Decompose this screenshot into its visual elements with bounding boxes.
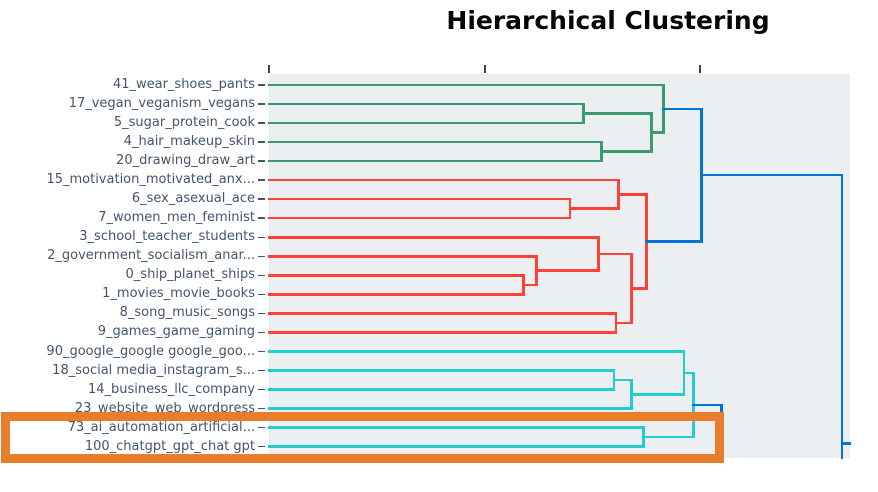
leaf-tick-mark	[257, 255, 265, 258]
dendrogram-link	[692, 403, 723, 407]
dendrogram-link	[630, 287, 648, 290]
leaf-tick-mark	[257, 369, 265, 372]
leaf-line	[267, 197, 572, 201]
leaf-tick-mark	[257, 103, 265, 105]
dendrogram-link	[700, 173, 844, 177]
dendrogram-link	[617, 193, 648, 196]
leaf-label: 18_social media_instagram_s...	[52, 362, 255, 378]
leaf-line	[267, 331, 618, 334]
dendrogram-link	[682, 371, 695, 375]
dendrogram-link	[650, 131, 665, 134]
leaf-tick-mark	[257, 160, 265, 162]
leaf-tick-mark	[257, 236, 265, 239]
leaf-line	[267, 312, 618, 315]
leaf-label: 73_ai_automation_artificial...	[67, 419, 255, 435]
leaf-line	[267, 140, 603, 144]
leaf-tick-mark	[257, 426, 265, 429]
leaf-line	[267, 216, 572, 220]
leaf-label: 8_song_music_songs	[119, 305, 255, 321]
leaf-line	[267, 445, 645, 448]
leaf-label: 15_motivation_motivated_anx...	[46, 172, 255, 188]
leaf-label: 20_drawing_draw_art	[116, 153, 255, 169]
plot-area	[269, 74, 850, 458]
leaf-line	[267, 369, 616, 372]
leaf-line	[267, 236, 600, 239]
leaf-tick-mark	[257, 312, 265, 315]
leaf-label: 9_games_game_gaming	[97, 324, 255, 340]
dendrogram-link	[600, 150, 653, 153]
leaf-tick-mark	[257, 84, 265, 86]
leaf-line	[267, 178, 620, 182]
dendrogram-link	[840, 173, 844, 460]
leaf-label: 100_chatgpt_gpt_chat gpt	[84, 438, 255, 454]
leaf-label: 23_website_web_wordpress	[74, 400, 255, 416]
highlight-rectangle	[1, 412, 724, 463]
leaf-label: 4_hair_makeup_skin	[123, 134, 255, 150]
leaf-label: 2_government_socialism_anar...	[47, 248, 255, 264]
leaf-label: 6_sex_asexual_ace	[131, 191, 255, 207]
dendrogram-link	[630, 393, 686, 396]
leaf-tick-mark	[257, 350, 265, 353]
leaf-tick-mark	[257, 179, 265, 181]
leaf-line	[267, 350, 686, 353]
dendrogram-link	[642, 435, 695, 439]
leaf-line	[267, 426, 645, 429]
x-axis-tick-mark	[699, 65, 701, 73]
dendrogram-link	[597, 252, 633, 256]
leaf-tick-mark	[257, 217, 265, 219]
leaf-line	[267, 388, 616, 391]
leaf-tick-mark	[257, 331, 265, 334]
leaf-line	[267, 159, 603, 163]
dendrogram-link	[614, 321, 633, 325]
x-axis-tick-mark	[484, 65, 486, 73]
dendrogram-link	[582, 112, 653, 115]
leaf-line	[267, 102, 585, 106]
leaf-tick-mark	[257, 141, 265, 143]
leaf-label: 0_ship_planet_ships	[125, 267, 255, 283]
leaf-tick-mark	[257, 198, 265, 200]
leaf-tick-mark	[257, 293, 265, 296]
dendrogram-link	[535, 269, 600, 272]
dendrogram-link	[522, 283, 538, 287]
leaf-label: 1_movies_movie_books	[102, 286, 255, 302]
leaf-label: 7_women_men_feminist	[98, 210, 255, 226]
leaf-line	[267, 121, 585, 125]
chart-title: Hierarchical Clustering	[446, 6, 770, 35]
leaf-label: 17_vegan_veganism_vegans	[68, 96, 255, 111]
dendrogram-link	[568, 207, 620, 210]
leaf-tick-mark	[257, 445, 265, 448]
dendrogram-link	[612, 378, 633, 382]
leaf-tick-mark	[257, 388, 265, 391]
leaf-line	[267, 274, 525, 277]
leaf-tick-mark	[257, 407, 265, 410]
leaf-tick-mark	[257, 274, 265, 277]
leaf-line	[267, 255, 538, 258]
leaf-tick-mark	[257, 122, 265, 124]
leaf-line	[267, 407, 633, 410]
dendrogram-link	[840, 442, 852, 445]
leaf-label: 3_school_teacher_students	[79, 229, 255, 245]
dendrogram-link	[645, 240, 703, 243]
leaf-label: 14_business_llc_company	[88, 381, 255, 397]
leaf-label: 5_sugar_protein_cook	[113, 115, 255, 131]
leaf-line	[267, 293, 525, 296]
dendrogram-link	[662, 107, 703, 111]
x-axis-tick-mark	[268, 65, 270, 73]
leaf-label: 41_wear_shoes_pants	[112, 77, 255, 92]
leaf-line	[267, 83, 665, 87]
leaf-label: 90_google_google google_goo...	[46, 343, 255, 359]
